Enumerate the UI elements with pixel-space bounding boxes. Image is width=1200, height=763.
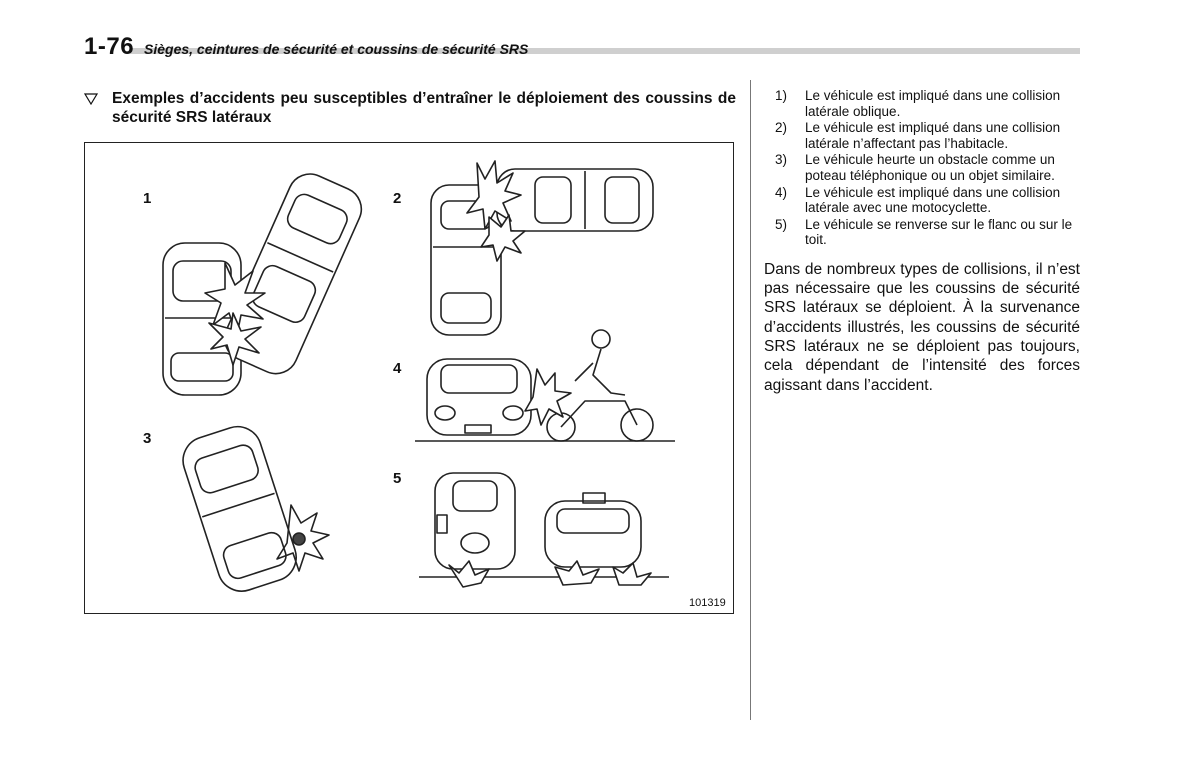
list-item: 4) Le véhicule est impliqué dans une col… [764,185,1080,216]
list-item-text: Le véhicule se renverse sur le flanc ou … [805,216,1073,248]
section-heading: Exemples d’accidents peu susceptibles d’… [84,89,736,127]
list-item-number: 2) [775,120,788,136]
list-item-number: 1) [775,88,788,103]
scene-4-car-motorcycle [415,329,675,442]
list-item-number: 3) [775,152,788,168]
list-item-text: Le véhicule heurte un obstacle comme un … [805,152,1055,183]
accident-list: 1) Le véhicule est impliqué dans une col… [764,88,1080,248]
right-column: 1) Le véhicule est impliqué dans une col… [764,88,1080,410]
triangle-down-outline-icon [84,93,98,105]
list-item-text: Le véhicule est impliqué dans une colli­… [805,184,1061,216]
list-item: 2) Le véhicule est impliqué dans une col… [764,120,1080,151]
scene-2-cars [430,160,654,336]
list-item-number: 5) [775,216,788,232]
figure-code: 101319 [689,597,726,609]
scene-5-rollover [419,472,669,588]
page-number: 1-76 [84,33,135,60]
page-header: 1-76 Sièges, ceintures de sécurité et co… [84,32,1080,62]
body-paragraph: Dans de nombreux types de collisions, il… [764,260,1080,394]
scene-label-2: 2 [393,190,401,207]
section-heading-text: Exemples d’accidents peu susceptibles d’… [112,90,736,126]
chapter-title: Sièges, ceintures de sécurité et coussin… [144,41,529,57]
list-item-text: Le véhicule est impliqué dans une colli­… [805,88,1061,119]
scene-label-1: 1 [143,190,151,207]
illustration-svg: 1 2 3 4 5 101319 [143,160,726,609]
scene-label-4: 4 [393,360,402,377]
list-item-text: Le véhicule est impliqué dans une colli­… [805,120,1061,151]
scene-3-car [182,425,330,592]
column-divider [750,80,751,720]
scene-label-3: 3 [143,430,151,447]
scene-1-cars [162,173,363,396]
accident-illustration: 1 2 3 4 5 101319 [84,142,734,614]
list-item: 1) Le véhicule est impliqué dans une col… [764,88,1080,119]
list-item: 3) Le véhicule heurte un obstacle comme … [764,152,1080,183]
list-item-number: 4) [775,184,788,200]
list-item: 5) Le véhicule se renverse sur le flanc … [764,217,1080,248]
scene-label-5: 5 [393,470,401,487]
left-column: Exemples d’accidents peu susceptibles d’… [84,89,736,127]
